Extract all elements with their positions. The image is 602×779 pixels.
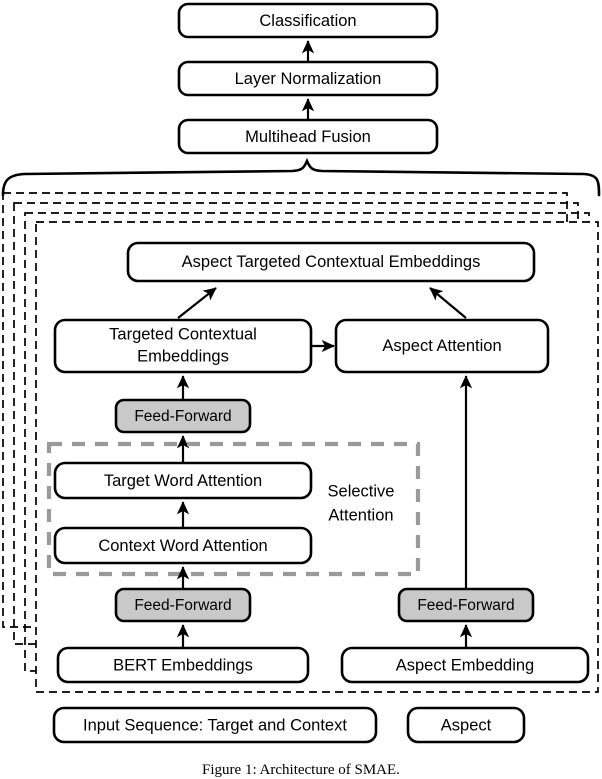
context-word-attention-box[interactable]: [53, 526, 313, 565]
aspect-targeted-contextual-embeddings-label: Aspect Targeted Contextual Embeddings: [182, 253, 481, 271]
input-sequence-label: Input Sequence: Target and Context: [83, 716, 347, 734]
feed-forward-left-box[interactable]: [114, 587, 252, 623]
input-sequence-node[interactable]: Input Sequence: Target and Context: [52, 706, 378, 744]
stacked-layer-rect-1: [35, 221, 599, 693]
aspect-embedding-box[interactable]: [340, 646, 590, 684]
aspect-embedding-label: Aspect Embedding: [396, 656, 535, 674]
layer-normalization-node[interactable]: Layer Normalization: [177, 60, 439, 97]
multihead-fusion-label: Multihead Fusion: [245, 128, 371, 146]
input-sequence-box[interactable]: [52, 706, 378, 744]
targeted-contextual-embeddings-node[interactable]: Targeted Contextual Embeddings: [53, 318, 313, 374]
target-word-attention-node[interactable]: Target Word Attention: [53, 461, 313, 500]
targeted-contextual-embeddings-label-line1: Targeted Contextual: [109, 325, 257, 343]
selective-attention-label-line2: Attention: [328, 506, 393, 524]
feed-forward-mid-node[interactable]: Feed-Forward: [114, 398, 252, 434]
feed-forward-right-node[interactable]: Feed-Forward: [397, 587, 535, 623]
context-word-attention-label: Context Word Attention: [98, 537, 267, 555]
multihead-fusion-node[interactable]: Multihead Fusion: [177, 118, 439, 155]
feed-forward-right-box[interactable]: [397, 587, 535, 623]
aspect-targeted-contextual-embeddings-box[interactable]: [126, 241, 536, 283]
bert-embeddings-box[interactable]: [56, 646, 310, 684]
arrow-tce-to-atce: [177, 287, 217, 319]
aspect-embedding-node[interactable]: Aspect Embedding: [340, 646, 590, 684]
feed-forward-mid-label: Feed-Forward: [134, 408, 231, 425]
aspect-attention-label: Aspect Attention: [382, 337, 501, 355]
targeted-contextual-embeddings-label-line2: Embeddings: [137, 347, 229, 365]
feed-forward-left-label: Feed-Forward: [134, 597, 231, 614]
bert-embeddings-label: BERT Embeddings: [113, 656, 253, 674]
aspect-input-box[interactable]: [406, 706, 526, 744]
classification-box[interactable]: [177, 2, 439, 39]
selective-attention-label-line1: Selective: [328, 482, 395, 500]
arrow-aspect-attention-to-atce: [429, 287, 467, 319]
classification-node[interactable]: Classification: [177, 2, 439, 39]
feed-forward-left-node[interactable]: Feed-Forward: [114, 587, 252, 623]
aspect-attention-node[interactable]: Aspect Attention: [334, 318, 550, 374]
feed-forward-right-label: Feed-Forward: [417, 597, 514, 614]
layer-stack-brace: [1, 157, 601, 197]
selective-attention-group-box: [46, 441, 421, 577]
aspect-targeted-contextual-embeddings-node[interactable]: Aspect Targeted Contextual Embeddings: [126, 241, 536, 283]
target-word-attention-box[interactable]: [53, 461, 313, 500]
aspect-input-node[interactable]: Aspect: [406, 706, 526, 744]
classification-label: Classification: [259, 12, 356, 30]
aspect-input-label: Aspect: [441, 716, 492, 734]
target-word-attention-label: Target Word Attention: [104, 472, 262, 490]
context-word-attention-node[interactable]: Context Word Attention: [53, 526, 313, 565]
feed-forward-mid-box[interactable]: [114, 398, 252, 434]
figure-caption: Figure 1: Architecture of SMAE.: [202, 762, 400, 778]
bert-embeddings-node[interactable]: BERT Embeddings: [56, 646, 310, 684]
multihead-fusion-box[interactable]: [177, 118, 439, 155]
layer-normalization-box[interactable]: [177, 60, 439, 97]
aspect-attention-box[interactable]: [334, 318, 550, 374]
layer-normalization-label: Layer Normalization: [235, 70, 382, 88]
